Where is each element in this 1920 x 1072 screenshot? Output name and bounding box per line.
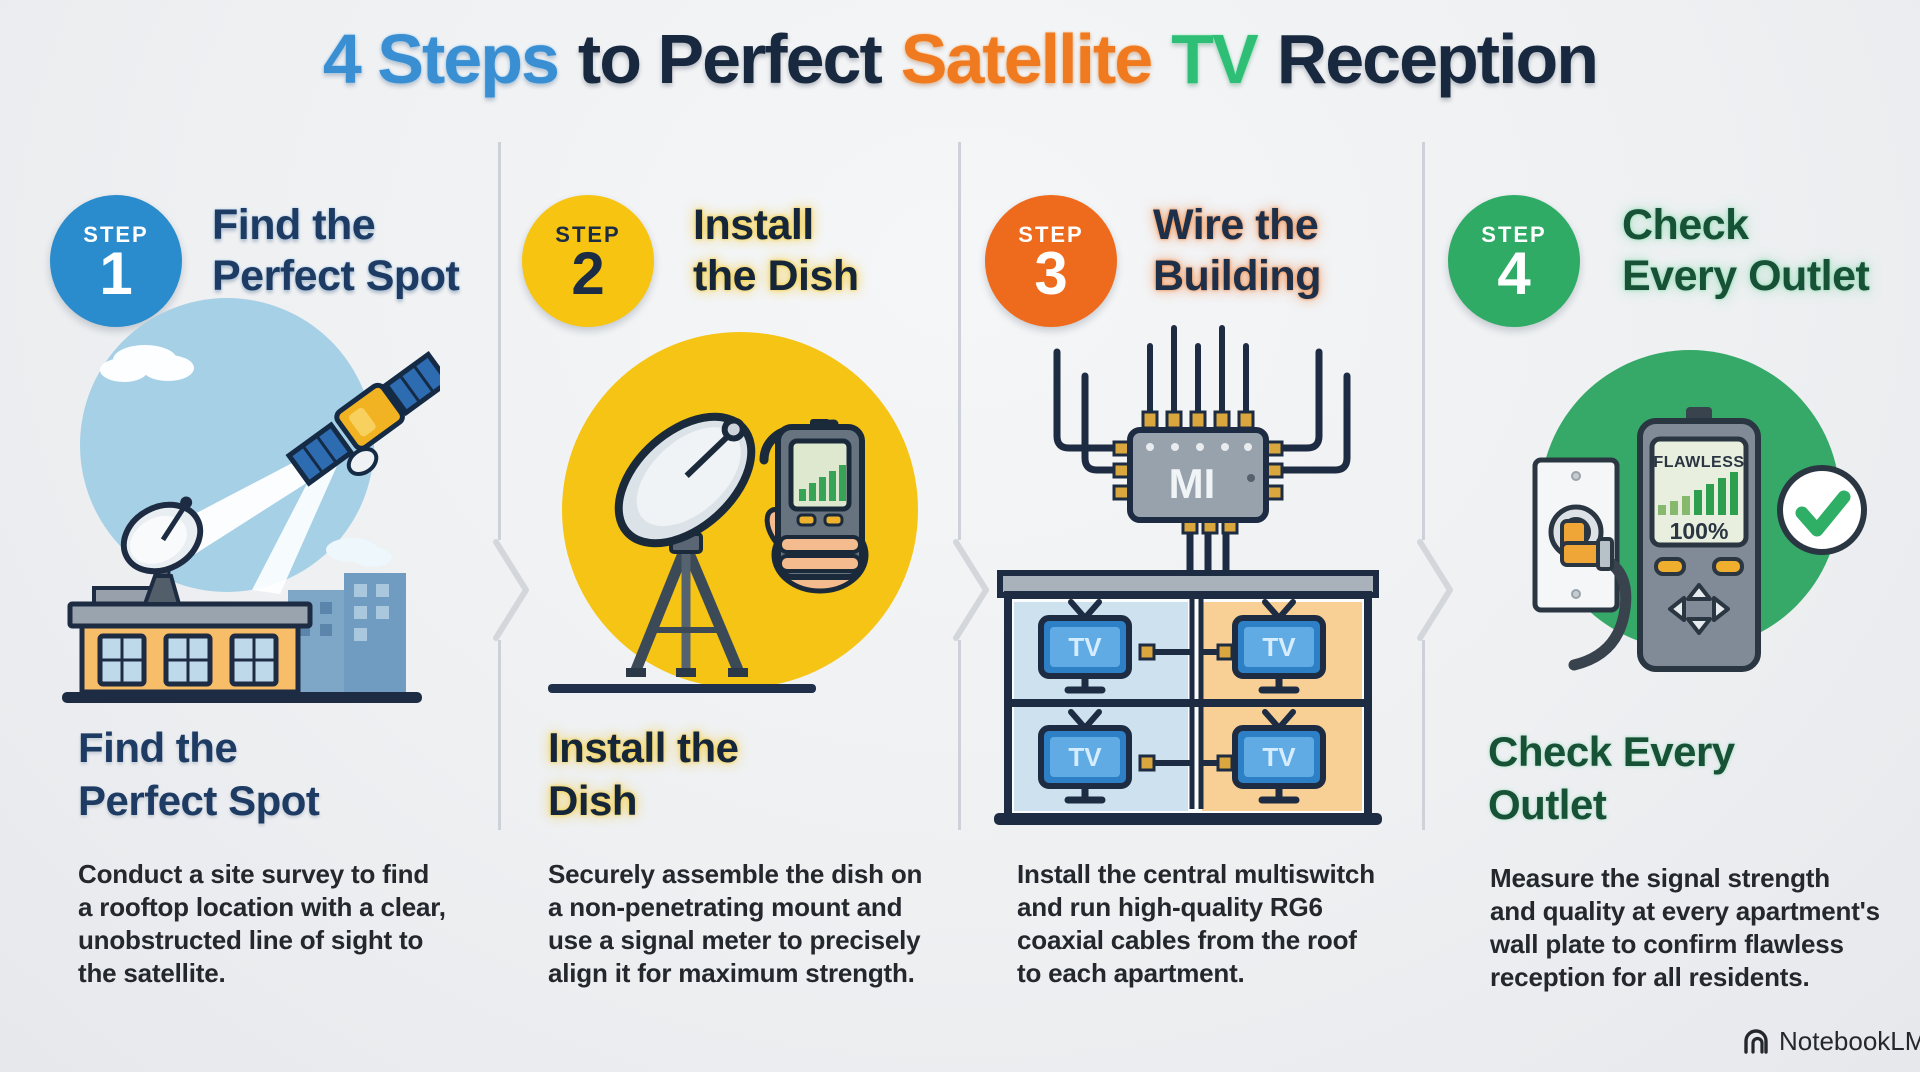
step-2-section-title: Install the Dish [548, 724, 739, 824]
step-3-description: Install the central multiswitch and run … [1017, 859, 1375, 989]
building-window [163, 633, 213, 687]
column-divider-3 [1422, 142, 1425, 540]
tv-label: TV [1262, 632, 1296, 662]
tv-icon: TV [1038, 709, 1132, 804]
tv-label: TV [1068, 632, 1102, 662]
step-1-section-title: Find the Perfect Spot [78, 724, 320, 824]
title-part-satellite: Satellite [900, 20, 1153, 98]
satellite-dish-icon [614, 412, 756, 548]
step-2-badge-label: STEP [555, 222, 621, 248]
tv-label: TV [1262, 742, 1296, 772]
meter-status-label: FLAWLESS [1653, 454, 1744, 471]
step-2-badge: STEP 2 [522, 195, 654, 327]
tripod-icon [626, 532, 748, 677]
title-part-reception: Reception [1276, 20, 1599, 98]
cloud-icon [100, 345, 194, 382]
step-3-number: 3 [1034, 240, 1068, 308]
title-part-steps: 4 Steps [322, 20, 560, 98]
signal-meter-icon: FLAWLESS 100% [1637, 407, 1761, 672]
check-outlet-illustration: FLAWLESS 100% [1532, 350, 1867, 672]
column-divider-2 [958, 142, 961, 540]
wall-plate-icon [1532, 457, 1632, 671]
page-title: 4 Steps to Perfect Satellite TV Receptio… [0, 24, 1920, 94]
tv-icon: TV [1232, 599, 1326, 694]
column-divider-3 [1422, 640, 1425, 830]
step-4-section-title: Check Every Outlet [1488, 728, 1735, 828]
signal-bars-icon [799, 465, 846, 501]
coax-connector-icon [1560, 519, 1614, 571]
step-2-header-title: Install the Dish [693, 201, 859, 300]
step-1-badge-label: STEP [83, 222, 149, 248]
step-3-badge: STEP 3 [985, 195, 1117, 327]
signal-beam [252, 439, 344, 594]
cloud-icon [326, 538, 392, 567]
title-part-tv: TV [1171, 20, 1258, 98]
chevron-right-icon [493, 539, 529, 641]
step-1-badge: STEP 1 [50, 195, 182, 327]
step-3-header-title: Wire the Building [1153, 201, 1321, 300]
checkmark-icon [1777, 465, 1867, 555]
column-divider-1 [498, 640, 501, 830]
site-survey-illustration [62, 298, 440, 703]
wire-building-illustration: MI TV [994, 325, 1382, 825]
step-1-number: 1 [99, 240, 133, 308]
step-2-description: Securely assemble the dish on a non-pene… [548, 859, 923, 989]
multiswitch-label: MI [1169, 460, 1216, 507]
step-2-number: 2 [571, 240, 605, 308]
step-1-description: Conduct a site survey to find a rooftop … [78, 859, 446, 989]
coax-cable [1568, 553, 1632, 671]
step-4-header-title: Check Every Outlet [1622, 201, 1870, 300]
signal-bars-icon [1658, 472, 1738, 515]
tv-label: TV [1068, 742, 1102, 772]
step-4-description: Measure the signal strength and quality … [1490, 863, 1880, 993]
install-dish-illustration [548, 332, 918, 693]
watermark: NotebookLM [1742, 1026, 1920, 1057]
ground-line [548, 684, 816, 693]
title-part-to-perfect: to Perfect [577, 20, 883, 98]
step-4-badge-label: STEP [1481, 222, 1547, 248]
building-window [97, 633, 147, 687]
step-4-number: 4 [1497, 240, 1531, 308]
tv-icon: TV [1232, 709, 1326, 804]
meter-percent-label: 100% [1670, 518, 1729, 544]
notebooklm-logo-icon [1744, 1028, 1768, 1054]
step-1-header-title: Find the Perfect Spot [212, 201, 460, 300]
step-4-badge: STEP 4 [1448, 195, 1580, 327]
building-icon [62, 586, 422, 703]
satellite-icon [285, 351, 440, 487]
dpad-icon [1668, 583, 1730, 635]
hand-holding-meter [764, 419, 869, 594]
step-3-badge-label: STEP [1018, 222, 1084, 248]
tv-icon: TV [1038, 599, 1132, 694]
satellite-dish-icon [120, 496, 204, 606]
building-window [229, 633, 279, 687]
apartment-building-icon: TV TV TV [994, 570, 1382, 825]
chevron-right-icon [953, 539, 989, 641]
column-divider-2 [958, 640, 961, 830]
chevron-right-icon [1417, 539, 1453, 641]
column-divider-1 [498, 142, 501, 540]
multiswitch-icon: MI [1053, 325, 1351, 578]
watermark-label: NotebookLM [1779, 1026, 1920, 1056]
